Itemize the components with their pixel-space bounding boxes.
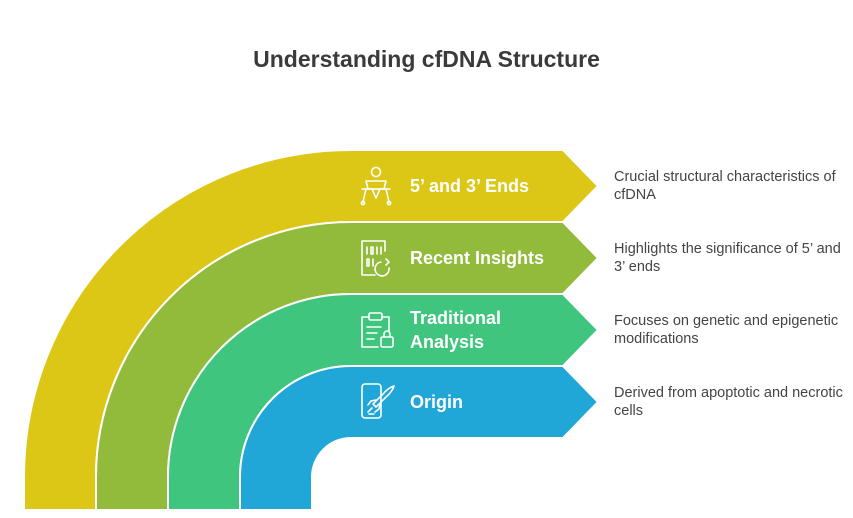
baby-walker-icon [360,166,392,206]
band-label-origin: Origin [410,392,463,412]
band-label-recent-insights: Recent Insights [410,248,544,268]
description-traditional-analysis: Focuses on genetic and epigenetic modifi… [614,313,839,347]
description-five-three-ends: Crucial structural characteristics of cf… [614,169,836,203]
binary-document-icon [361,240,390,277]
band-origin [239,365,599,511]
clipboard-lock-icon [361,312,394,348]
description-recent-insights: Highlights the significance of 5’ and 3’… [614,241,841,275]
diagram-title: Understanding cfDNA Structure [253,46,600,72]
description-origin: Derived from apoptotic and necrotic cell… [614,385,843,419]
phone-rocket-icon [361,383,395,419]
band-label-five-three-ends: 5’ and 3’ Ends [410,176,529,196]
